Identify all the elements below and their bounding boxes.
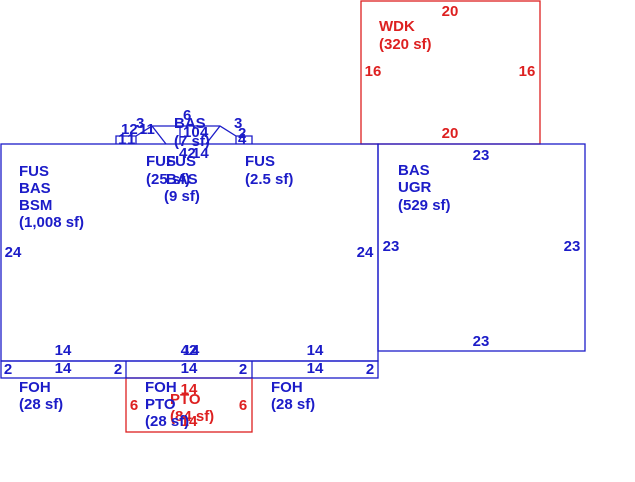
fus-mid-area: (25 sf)	[146, 171, 190, 188]
bay-outline	[115, 125, 253, 144]
pto-code: PTO	[170, 391, 201, 408]
bas-top-code: BAS	[174, 115, 206, 132]
porch-outline	[0, 360, 379, 379]
main-code-3: BSM	[19, 197, 52, 214]
main-right-dimension: 24	[357, 244, 374, 261]
bas-ugr-code-1: BAS	[398, 162, 430, 179]
foh-center-area: (28 sf)	[145, 413, 189, 430]
ugr-left-dimension: 23	[383, 238, 400, 255]
fus-mid-code: FUS	[146, 153, 176, 170]
foh-right-code: FOH	[271, 379, 303, 396]
bay-inner-line-3	[151, 125, 167, 145]
foh-left-area: (28 sf)	[19, 396, 63, 413]
bay-dim-1b: 1	[127, 131, 135, 148]
ugr-bottom-dimension: 23	[473, 333, 490, 350]
wdk-top-dimension: 20	[442, 3, 459, 20]
porch-right-end-dimension: 2	[366, 361, 374, 378]
porch-center-right-dimension: 2	[239, 361, 247, 378]
foh-center-code-2: PTO	[145, 396, 176, 413]
porch-center-top-dimension: 14	[181, 360, 198, 377]
pto-bottom-dimension: 14	[181, 413, 198, 430]
bay-dim-11: 11	[139, 121, 155, 138]
bay-dim-10: 10	[183, 124, 200, 141]
porch-section: 14 14 14 2 2 2 2 FOH (28 sf) FOH PTO (28…	[0, 360, 379, 430]
bay-dim-42: 42	[179, 145, 196, 162]
wdk-bottom-dimension: 20	[442, 125, 459, 142]
porch-left-top-dimension: 14	[55, 360, 72, 377]
main-bottom-center-dimension: 42	[181, 342, 198, 359]
foh-left-code: FOH	[19, 379, 51, 396]
bay-dim-4b: 4	[238, 131, 247, 148]
pto-right-dimension: 6	[239, 397, 247, 414]
bay-dim-6: 6	[183, 107, 191, 124]
foh-right-area: (28 sf)	[271, 396, 315, 413]
foh-center-code-1: FOH	[145, 379, 177, 396]
porch-left-mid-dimension: 2	[114, 361, 122, 378]
wdk-code: WDK	[379, 18, 415, 35]
fus-right-code: FUS	[245, 153, 275, 170]
main-bottom-center-dimension-2: 14	[183, 342, 200, 359]
bay-dim-4a: 4	[200, 124, 209, 141]
pto-left-dimension: 6	[130, 397, 138, 414]
bay-dim-3a: 3	[136, 115, 144, 132]
porch-left-end-dimension: 2	[4, 361, 12, 378]
wdk-right-dimension: 16	[519, 63, 536, 80]
fus-bas-mid-code-1: FUS	[166, 153, 196, 170]
bay-dim-14: 14	[192, 145, 209, 162]
fus-bas-mid-code-2: BAS	[166, 171, 198, 188]
main-bottom-left-dimension: 14	[55, 342, 72, 359]
pto-top-dimension: 14	[181, 381, 198, 398]
main-section: FUS BAS BSM (1,008 sf) 24 24 14 42 14 14…	[0, 143, 379, 362]
bay-projection: BAS (7 sf) 1 12 3 1 11 6 10 4 3 2 4 42 1…	[115, 107, 253, 162]
wdk-area: (320 sf)	[379, 36, 432, 53]
main-bottom-right-dimension: 14	[307, 342, 324, 359]
fus-bas-mid-area: (9 sf)	[164, 188, 200, 205]
bas-ugr-code-2: UGR	[398, 179, 432, 196]
ugr-top-dimension: 23	[473, 147, 490, 164]
ugr-right-dimension: 23	[564, 238, 581, 255]
fus-right-area: (2.5 sf)	[245, 171, 293, 188]
bay-dim-1: 1	[118, 131, 126, 148]
bas-ugr-section: BAS UGR (529 sf) 23 23 23 23	[377, 143, 586, 352]
bas-ugr-area: (529 sf)	[398, 197, 451, 214]
main-left-dimension: 24	[5, 244, 22, 261]
main-code-1: FUS	[19, 163, 49, 180]
wdk-section: WDK (320 sf) 20 20 16 16	[360, 0, 541, 145]
bay-dim-12: 12	[121, 121, 138, 138]
pto-area: (84 sf)	[170, 408, 214, 425]
wdk-left-dimension: 16	[365, 63, 382, 80]
pto-section: PTO (84 sf) 14 14 6 6	[125, 377, 253, 433]
bas-top-area: (7 sf)	[174, 133, 210, 150]
porch-right-top-dimension: 14	[307, 360, 324, 377]
bay-dim-2: 2	[238, 125, 246, 142]
bay-dim-3b: 3	[234, 115, 242, 132]
bay-inner-line-4	[205, 125, 221, 145]
main-code-2: BAS	[19, 180, 51, 197]
main-area: (1,008 sf)	[19, 214, 84, 231]
